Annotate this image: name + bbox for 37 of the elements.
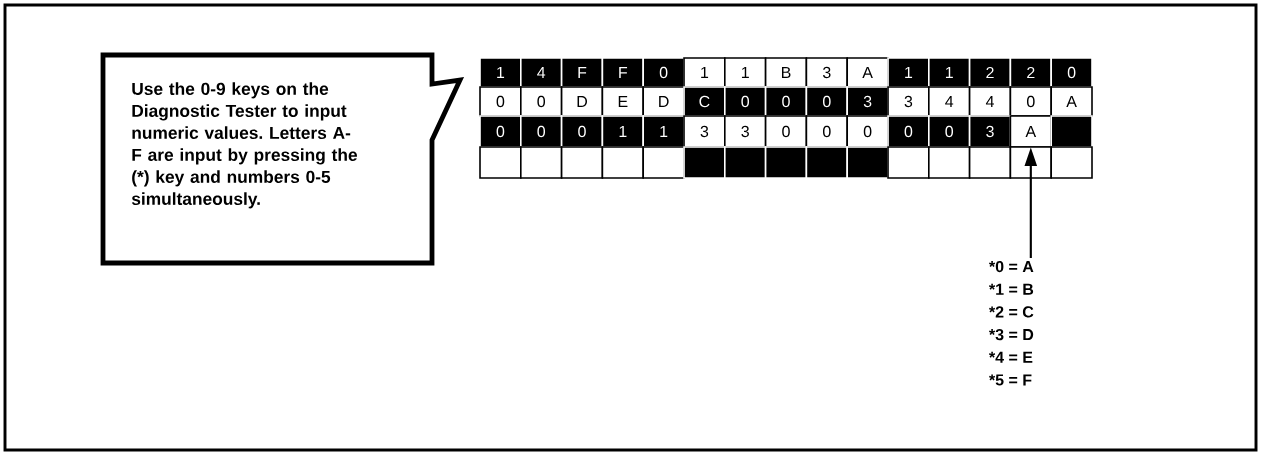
grid-cell: A: [1050, 86, 1093, 117]
grid-cell: 0: [764, 115, 808, 148]
grid-cell: 3: [724, 115, 767, 148]
grid-cell: 4: [928, 86, 971, 117]
grid-cell: 0: [764, 86, 808, 117]
grid-cell: 0: [846, 115, 889, 148]
grid-cell: 3: [683, 115, 726, 148]
grid-cell: 1: [642, 115, 685, 148]
grid-cell: 0: [805, 115, 848, 148]
grid-cell: 1: [683, 57, 726, 88]
grid-cell: 0: [887, 115, 930, 148]
grid-cell: 1: [479, 57, 522, 88]
grid-cell: 0: [520, 115, 563, 148]
grid-cell: 0: [520, 86, 563, 117]
grid-cell: 1: [928, 57, 971, 88]
grid-cell: D: [560, 86, 604, 117]
grid-cell: 4: [968, 86, 1012, 117]
grid-cell: C: [683, 86, 726, 117]
grid-cell: A: [1009, 115, 1052, 148]
grid-cell: 1: [887, 57, 930, 88]
grid-cell: 3: [887, 86, 930, 117]
callout-box: Use the 0-9 keys on the Diagnostic Tester to input numeric values. Letters A-F are input by pressing the (*) key and numbers 0-5 simultaneously.: [100, 52, 465, 266]
grid-cell: B: [764, 57, 808, 88]
grid-cell: 3: [968, 115, 1012, 148]
grid-cell: 0: [928, 115, 971, 148]
grid-cell: 2: [968, 57, 1012, 88]
grid-cell: 0: [1050, 57, 1093, 88]
grid-cell: F: [560, 57, 604, 88]
grid-cell: 1: [601, 115, 644, 148]
grid-cell: [1050, 115, 1093, 148]
grid-cell: 1: [724, 57, 767, 88]
key-list: *0 = A *1 = B *2 = C *3 = D *4 = E *5 = F: [989, 260, 1034, 386]
grid-cell: 0: [479, 86, 522, 117]
grid-cell: 0: [560, 115, 604, 148]
grid-cell: 0: [724, 86, 767, 117]
grid-cell: 0: [479, 115, 522, 148]
grid-cell: 4: [520, 57, 563, 88]
